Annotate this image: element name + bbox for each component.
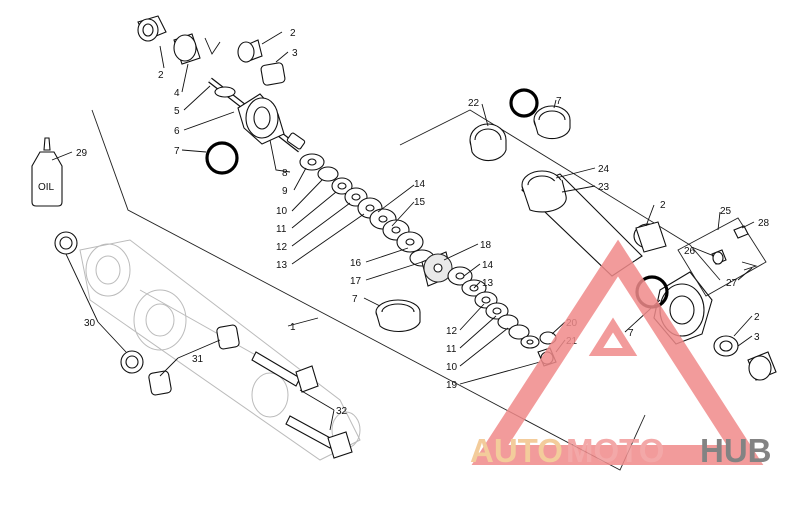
oil-bottle-label: OIL [38, 182, 55, 193]
callout-12: 12 [276, 242, 288, 253]
callout-9: 9 [282, 186, 288, 197]
callout-17: 17 [350, 276, 362, 287]
callout-18: 18 [480, 240, 492, 251]
watermark-triangle-inner [588, 317, 638, 356]
callout-22: 22 [468, 98, 480, 109]
callout-28: 28 [758, 218, 770, 229]
mount-hardware [54, 231, 353, 459]
o-ring-top [509, 88, 539, 118]
callout-30: 30 [84, 318, 96, 329]
callout-2: 2 [754, 312, 760, 323]
callout-14: 14 [414, 179, 426, 190]
callout-24: 24 [598, 164, 610, 175]
shock-mount-assembly [79, 239, 361, 461]
callout-16: 16 [350, 258, 362, 269]
piston [409, 249, 473, 287]
callout-2: 2 [290, 28, 296, 39]
assembly-frame [91, 109, 721, 471]
leader-lines [51, 31, 755, 431]
shock-body-upper [469, 105, 571, 162]
callout-7: 7 [352, 294, 358, 305]
top-left-bushing-group [137, 15, 286, 86]
callout-11: 11 [276, 224, 287, 235]
callout-6: 6 [174, 126, 180, 137]
callout-3: 3 [292, 48, 298, 59]
shock-body-lower [633, 221, 777, 381]
shim-stack-upper [299, 153, 424, 253]
callout-14: 14 [482, 260, 494, 271]
callout-19: 19 [446, 380, 458, 391]
callout-32: 32 [336, 406, 348, 417]
shock-shaft [208, 77, 306, 153]
o-ring-left [205, 141, 239, 175]
callout-15: 15 [414, 197, 426, 208]
callout-11: 11 [446, 344, 457, 355]
callout-26: 26 [684, 246, 696, 257]
valve-group [677, 217, 767, 297]
callout-3: 3 [754, 332, 760, 343]
callout-25: 25 [720, 206, 732, 217]
callout-1: 1 [290, 322, 296, 333]
callout-7: 7 [174, 146, 180, 157]
callout-27: 27 [726, 278, 738, 289]
callout-8: 8 [282, 168, 288, 179]
callout-13: 13 [482, 278, 494, 289]
oil-bottle: OIL [31, 137, 63, 207]
callout-2: 2 [660, 200, 666, 211]
callout-5: 5 [174, 106, 180, 117]
callout-29: 29 [76, 148, 88, 159]
callout-10: 10 [276, 206, 288, 217]
callout-10: 10 [446, 362, 458, 373]
callout-2: 2 [158, 70, 164, 81]
watermark-text-auto: AUTO [470, 432, 563, 469]
callout-13: 13 [276, 260, 288, 271]
callout-4: 4 [174, 88, 180, 99]
watermark: AUTO MOTO HUB [470, 239, 772, 469]
callout-7: 7 [628, 328, 634, 339]
watermark-text-hub: HUB [700, 432, 772, 469]
watermark-triangle [471, 239, 764, 465]
watermark-text-moto: MOTO [566, 432, 664, 469]
callout-7: 7 [556, 96, 562, 107]
callout-labels: 2 2 3 4 5 6 7 8 9 10 11 12 13 14 15 16 1… [76, 28, 770, 417]
piston-band [375, 299, 421, 333]
callout-12: 12 [446, 326, 458, 337]
callout-31: 31 [192, 354, 204, 365]
callout-23: 23 [598, 182, 610, 193]
